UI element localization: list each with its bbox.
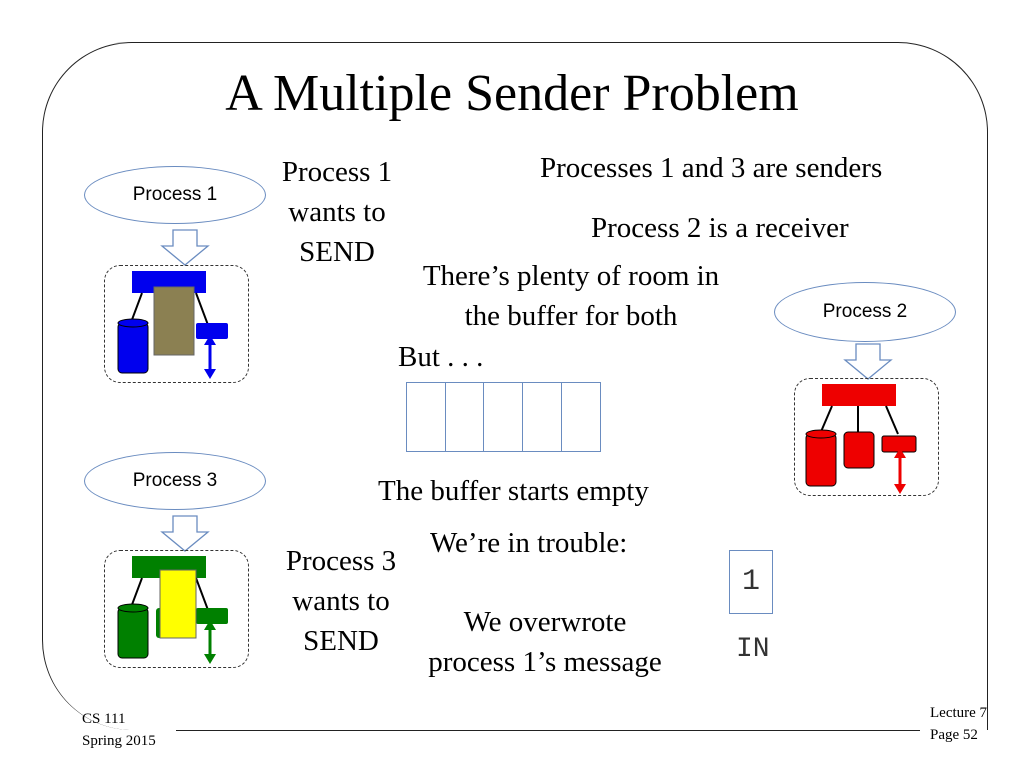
slide-frame [42,42,988,730]
overwrote-line-2: process 1’s message [428,646,662,678]
process-3-stack-top [117,603,149,613]
process-3-stack [117,607,149,659]
p3-wants-line-2: wants to [292,585,390,617]
process-2-data [843,431,875,469]
process-2-heap [881,435,917,453]
plenty-note: There’s plenty of room in the buffer for… [392,256,750,336]
footer-course-name: CS 111 [82,711,126,727]
p3-wants-send: Process 3 wants to SEND [266,541,416,661]
footer-term: Spring 2015 [82,733,156,749]
process-3-arrow-up [204,620,216,630]
process-2-header [822,384,896,406]
in-pointer-label: IN [736,634,770,665]
buffer-cell [406,382,446,452]
process-2-arrow-down [894,484,906,494]
buffer-cell [522,382,563,452]
process-3-down-arrow [160,515,210,552]
p1-wants-line-1: Process 1 [281,156,393,188]
process-1-oval: Process 1 [84,166,266,224]
footer-page-number: Page 52 [930,727,978,743]
process-1-payload [153,286,195,356]
but-note: But . . . [398,341,484,373]
process-1-down-arrow [160,229,210,266]
process-3-arrow-down [204,654,216,664]
process-3-payload [159,569,197,639]
process-2-label: Process 2 [822,301,908,322]
plenty-line-2: the buffer for both [464,300,678,332]
buffer-cell [483,382,524,452]
trouble-note: We’re in trouble: [430,527,628,559]
process-2-arrow-up [894,448,906,458]
buffer [406,382,601,452]
overwrote-line-1: We overwrote [463,606,627,638]
process-2-stack [805,433,837,487]
process-1-arrow-up [204,335,216,345]
process-2-icon [805,384,917,494]
process-1-arrow-down [204,369,216,379]
buffer-empty-note: The buffer starts empty [378,475,649,507]
process-3-label: Process 3 [132,470,218,491]
process-2-oval: Process 2 [774,282,956,342]
process-1-stack-top [117,318,149,328]
process-3-icon [117,556,228,664]
process-3-oval: Process 3 [84,452,266,510]
footer-lecture-number: Lecture 7 [930,705,988,721]
footer-lecture: Lecture 7 Page 52 [930,702,987,746]
in-pointer-value: 1 [729,550,773,614]
senders-note: Processes 1 and 3 are senders [540,152,883,184]
buffer-cell [444,382,485,452]
p3-wants-line-1: Process 3 [285,545,397,577]
footer-course: CS 111 Spring 2015 [82,708,156,752]
process-3-box [104,550,249,668]
slide-title: A Multiple Sender Problem [225,65,799,122]
p1-wants-send: Process 1 wants to SEND [262,152,412,272]
process-1-heap [196,323,228,339]
p1-wants-line-3: SEND [299,236,375,268]
process-2-down-arrow [843,343,893,380]
overwrote-note: We overwrote process 1’s message [396,602,694,682]
buffer-cell [560,382,601,452]
process-2-stack-top [805,429,837,439]
p3-wants-line-3: SEND [303,625,379,657]
process-2-box [794,378,939,496]
process-1-icon [117,271,228,379]
process-1-stack [117,322,149,374]
process-1-label: Process 1 [132,184,218,205]
plenty-line-1: There’s plenty of room in [422,260,720,292]
footer-rule [176,730,920,731]
receiver-note: Process 2 is a receiver [591,212,849,244]
p1-wants-line-2: wants to [288,196,386,228]
process-3-heap [196,608,228,624]
process-1-box [104,265,249,383]
